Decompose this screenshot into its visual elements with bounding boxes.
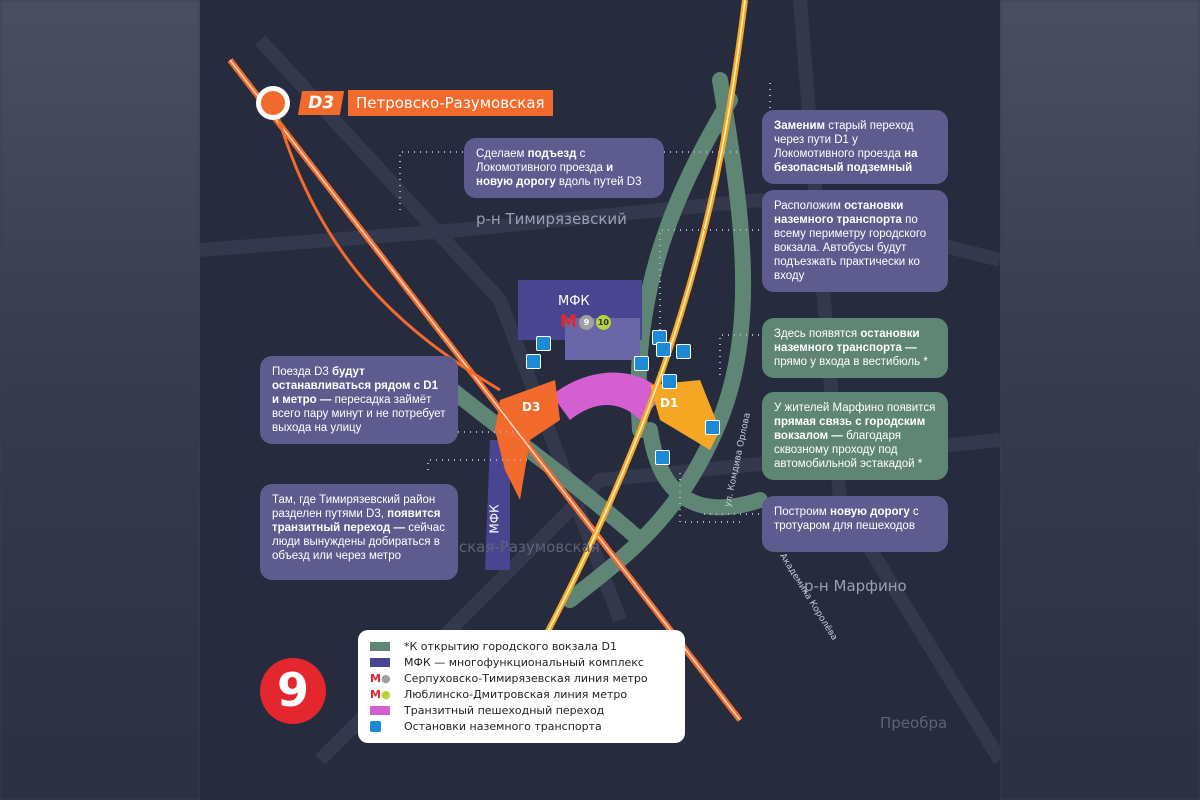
map-infographic: D3 Петровско-Разумовская р-н Тимирязевск… [200,0,1000,800]
legend-item: M● Люблинско-Дмитровская линия метро [370,686,673,702]
blurred-background-right [1000,0,1200,800]
station-ring-icon [256,86,290,120]
legend: *К открытию городского вокзала D1 МФК — … [358,630,685,743]
metro-9-icon: 9 [578,314,594,330]
bus-stop-icon [370,720,381,732]
bus-stop-icon [676,344,691,359]
bus-stop-icon [662,374,677,389]
station-fragment-label: вская-Разумовская [450,538,600,556]
metro-9-icon: M● [370,671,391,685]
bus-stop-icon [634,356,649,371]
transit-swatch-icon [370,705,390,715]
d1-platform [650,380,720,450]
legend-item: МФК — многофункциональный комплекс [370,654,673,670]
callout-raspolozhim: Расположим остановки наземного транспорт… [762,190,948,292]
legend-label: Серпуховско-Тимирязевская линия метро [404,671,648,685]
d3-line-badge: D3 [297,91,345,115]
d3-platform [495,380,560,500]
callout-zamenim: Заменим старый переход через пути D1 у Л… [762,110,948,184]
bus-stop-icon [656,342,671,357]
metro-station-marker: М 9 10 [560,312,611,332]
d3-railway-highlight [229,59,741,721]
station-label: D3 Петровско-Разумовская [256,86,553,120]
bus-stop-icon [536,336,551,351]
metro-icon: М [560,312,577,332]
green-swatch-icon [370,641,390,651]
callout-zdes: Здесь появятся остановки наземного транс… [762,318,948,378]
bus-stop-icon [526,354,541,369]
callout-poezda: Поезда D3 будут останавливаться рядом с … [260,356,458,444]
blurred-background-left [0,0,200,800]
bus-stop-icon [705,420,720,435]
district-marfino: р-н Марфино [804,577,907,595]
d1-railway-highlight [499,0,746,721]
logo: 9 [260,658,326,724]
callout-doroga: Построим новую дорогу с тротуаром для пе… [762,496,948,552]
mfk-bottom-label: МФК [487,504,502,534]
d1-platform-label: D1 [660,396,679,410]
transit-passage [552,372,665,420]
legend-label: МФК — многофункциональный комплекс [404,655,644,669]
mfk-bottom-building [485,440,510,570]
legend-item: Остановки наземного транспорта [370,718,673,734]
metro-10-icon: 10 [595,314,611,330]
mfk-top-label: МФК [558,294,590,309]
legend-item: M● Серпуховско-Тимирязевская линия метро [370,670,673,686]
d3-arrow [274,109,501,392]
district-timiryazevsky: р-н Тимирязевский [476,210,627,228]
metro-10-icon: M● [370,687,391,701]
callout-podezd: Сделаем подъезд с Локомотивного проезда … [464,138,664,198]
station-name: Петровско-Разумовская [347,90,553,116]
legend-item: *К открытию городского вокзала D1 [370,638,673,654]
legend-label: Остановки наземного транспорта [404,719,602,733]
legend-label: *К открытию городского вокзала D1 [404,639,618,653]
legend-label: Транзитный пешеходный переход [404,703,605,717]
mfk-swatch-icon [370,657,390,667]
legend-label: Люблинско-Дмитровская линия метро [404,687,628,701]
legend-item: Транзитный пешеходный переход [370,702,673,718]
callout-marfino: У жителей Марфино появится прямая связь … [762,392,948,480]
d3-platform-label: D3 [522,400,541,414]
bus-stop-icon [655,450,670,465]
preobr-fragment-label: Преобрa [880,714,948,732]
callout-tam: Там, где Тимирязевский район разделен пу… [260,484,458,580]
